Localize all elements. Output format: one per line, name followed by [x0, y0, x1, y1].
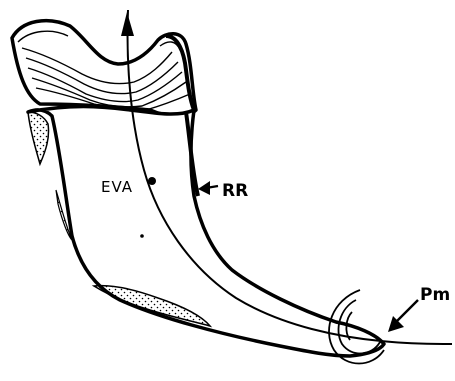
arrow-up-icon: [121, 12, 134, 36]
rr-label: RR: [222, 181, 248, 201]
eva-point: [148, 177, 156, 185]
eva-label: EVA: [101, 178, 133, 196]
center-dot: [140, 234, 144, 238]
arrow-left-icon: [198, 181, 210, 195]
pm-arrow: [388, 300, 418, 332]
pm-label: Pm: [420, 285, 450, 305]
arrow-down-left-icon: [388, 316, 404, 332]
condyle-cap: [12, 21, 196, 116]
rr-arrow: [198, 181, 218, 195]
